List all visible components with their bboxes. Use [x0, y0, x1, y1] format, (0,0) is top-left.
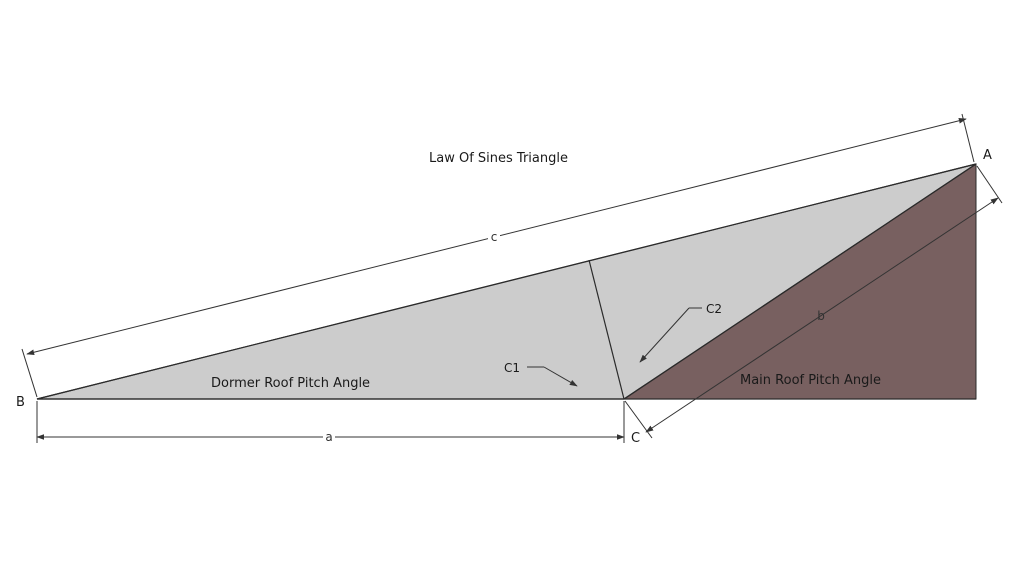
side-b-label: b	[817, 309, 825, 323]
vertex-c-label: C	[631, 431, 640, 446]
diagram-title: Law Of Sines Triangle	[429, 151, 568, 166]
c1-leader-arrow	[543, 366, 578, 387]
dormer-roof-pitch-label: Dormer Roof Pitch Angle	[211, 376, 370, 391]
dim-b-line	[645, 197, 999, 433]
vertex-b-label: B	[16, 395, 25, 410]
dim-b-extension-a	[976, 165, 1003, 204]
dim-c-label-bg	[488, 230, 500, 244]
dim-c-extension-a	[961, 113, 975, 163]
side-c-label: c	[491, 230, 498, 244]
dim-a-label-bg	[323, 430, 335, 444]
angle-c2-label: C2	[706, 302, 722, 316]
c2-leader-arrow	[639, 307, 690, 363]
main-roof-pitch-label: Main Roof Pitch Angle	[740, 373, 881, 388]
side-a-label: a	[325, 430, 332, 444]
vertex-a-label: A	[983, 148, 992, 163]
angle-c1-label: C1	[504, 361, 520, 375]
dim-c-extension-b	[21, 348, 38, 398]
